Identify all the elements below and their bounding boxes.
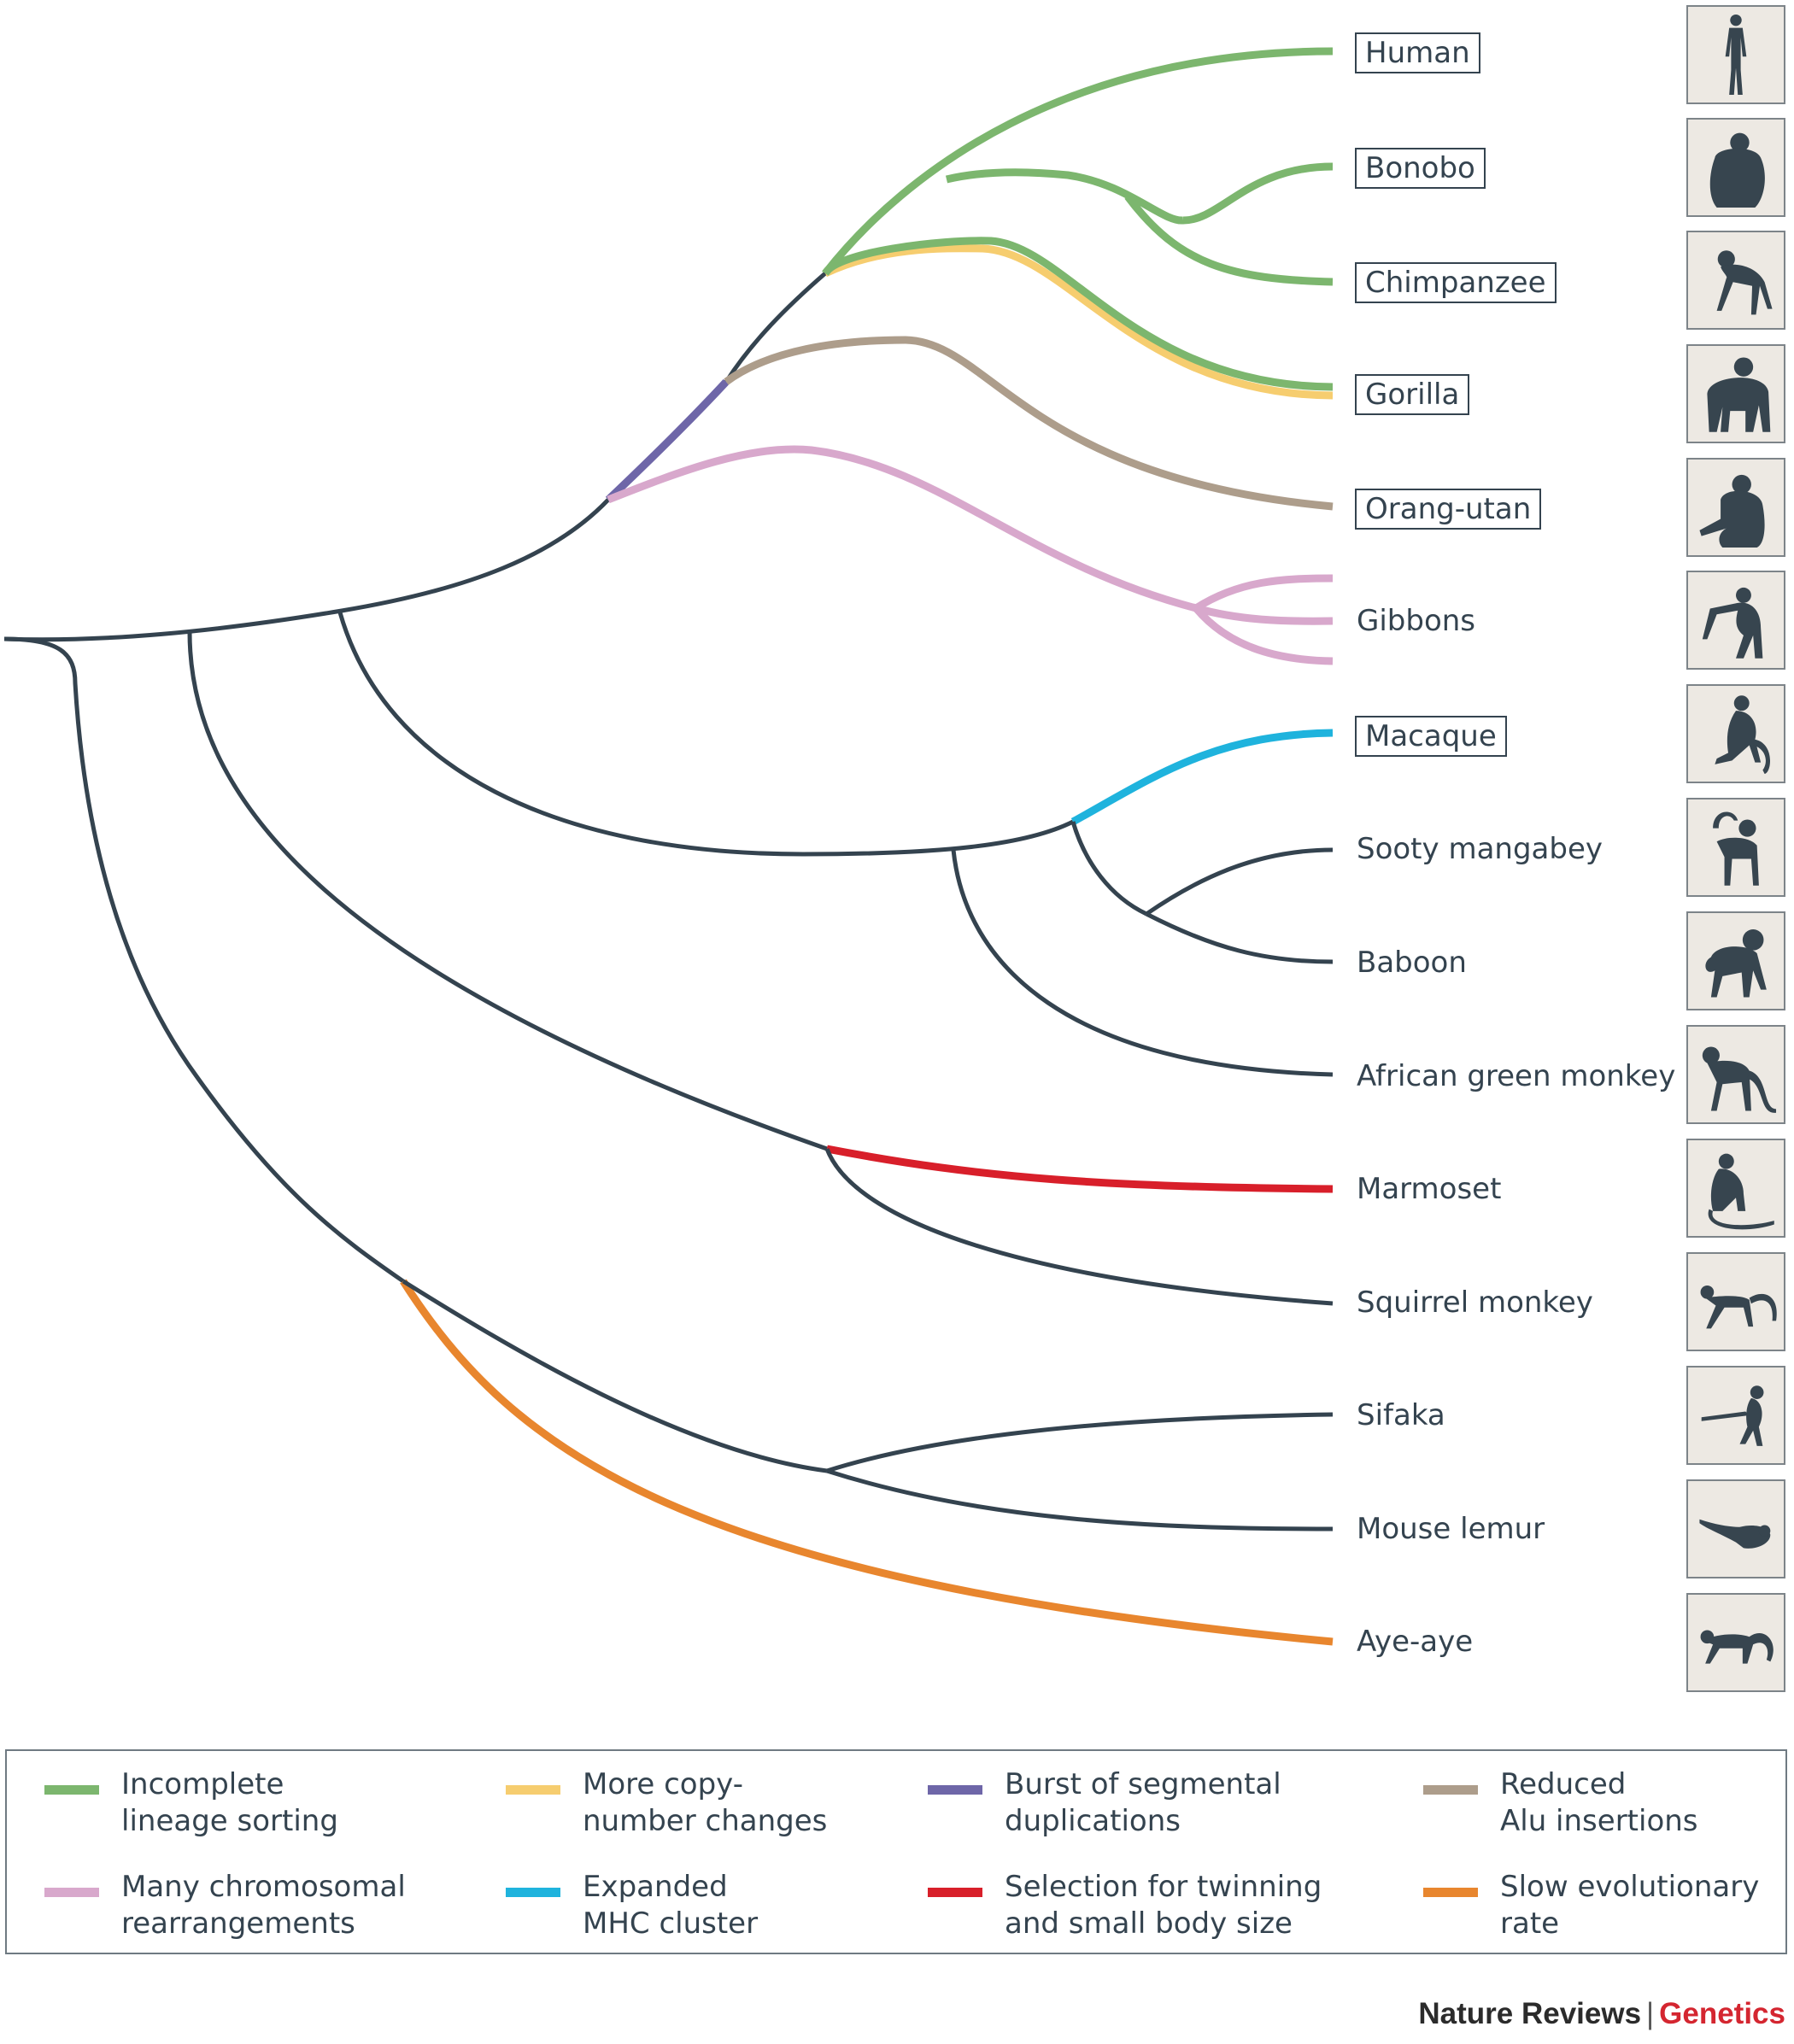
human-icon — [1686, 5, 1785, 104]
branch-human — [822, 47, 1334, 276]
branch-orangutan — [724, 336, 1334, 511]
branch-hominid-stem — [724, 272, 827, 384]
legend-label: More copy- number changes — [583, 1767, 828, 1838]
species-label-chimpanzee: Chimpanzee — [1355, 262, 1557, 303]
branch-sifaka — [826, 1412, 1334, 1473]
branch-pan-stem — [945, 168, 1184, 225]
species-label-african-green-monkey: African green monkey — [1357, 1059, 1676, 1093]
bonobo-icon — [1686, 118, 1785, 217]
legend-label: Burst of segmental duplications — [1005, 1767, 1281, 1838]
squirrel-monkey-icon — [1686, 1252, 1785, 1351]
branch-squirrel-monkey — [824, 1148, 1334, 1306]
gibbon-icon — [1686, 571, 1785, 670]
branch-stem-to-new-world — [187, 631, 828, 1151]
species-label-sifaka: Sifaka — [1357, 1398, 1445, 1432]
branch-gibbon-2 — [1194, 604, 1334, 625]
sooty-mangabey-icon — [1686, 798, 1785, 897]
journal-name: Genetics — [1659, 1997, 1785, 2030]
legend-label: Slow evolutionary rate — [1500, 1870, 1760, 1941]
legend-label: Incomplete lineage sorting — [121, 1767, 338, 1838]
branch-lemuriformes — [402, 1279, 828, 1473]
branch-segmental-dup — [605, 378, 730, 503]
branch-macaque — [1070, 729, 1334, 825]
branch-stem-to-old-world — [337, 612, 1075, 857]
phylogenetic-tree — [3, 47, 1334, 1646]
branch-aye-aye — [400, 1279, 1334, 1646]
branch-root-to-primate-stem — [3, 498, 610, 642]
african-green-monkey-icon — [1686, 1025, 1785, 1124]
legend: Incomplete lineage sorting More copy- nu… — [5, 1749, 1787, 1954]
species-label-gibbons: Gibbons — [1357, 604, 1476, 638]
legend-label: Reduced Alu insertions — [1500, 1767, 1698, 1838]
sifaka-icon — [1686, 1366, 1785, 1465]
species-label-baboon: Baboon — [1357, 946, 1467, 980]
legend-swatch-orange — [1423, 1888, 1478, 1897]
legend-swatch-blue — [506, 1888, 560, 1897]
branch-gorilla-green — [822, 237, 1334, 391]
legend-label: Selection for twinning and small body si… — [1005, 1870, 1322, 1941]
species-label-squirrel-monkey: Squirrel monkey — [1357, 1286, 1593, 1320]
baboon-icon — [1686, 911, 1785, 1010]
branch-bonobo — [1182, 162, 1334, 225]
branch-chimpanzee — [1124, 194, 1334, 286]
gorilla-icon — [1686, 344, 1785, 443]
legend-label: Many chromosomal rearrangements — [121, 1870, 406, 1941]
macaque-icon — [1686, 684, 1785, 783]
species-label-gorilla: Gorilla — [1355, 374, 1470, 415]
species-label-macaque: Macaque — [1355, 716, 1507, 757]
species-label-orangutan: Orang-utan — [1355, 489, 1542, 530]
chimpanzee-icon — [1686, 231, 1785, 330]
branch-gorilla-yellow — [824, 244, 1334, 400]
branch-marmoset — [826, 1145, 1334, 1193]
branch-african-green — [951, 849, 1334, 1077]
species-label-mouse-lemur: Mouse lemur — [1357, 1512, 1545, 1546]
legend-swatch-red — [928, 1888, 982, 1897]
branch-gibbon-3 — [1193, 606, 1334, 665]
branch-sooty-mangabey — [1145, 847, 1334, 917]
marmoset-icon — [1686, 1139, 1785, 1238]
legend-label: Expanded MHC cluster — [583, 1870, 759, 1941]
species-label-marmoset: Marmoset — [1357, 1172, 1502, 1206]
branch-root-to-strepsirrhini — [3, 636, 405, 1284]
legend-swatch-pink — [44, 1888, 99, 1897]
branch-mouse-lemur — [826, 1468, 1334, 1532]
legend-swatch-green — [44, 1785, 99, 1795]
aye-aye-icon — [1686, 1593, 1785, 1692]
legend-swatch-yellow — [506, 1785, 560, 1795]
legend-swatch-tan — [1423, 1785, 1478, 1795]
legend-swatch-purple — [928, 1785, 982, 1795]
branch-baboon — [1145, 911, 1334, 964]
species-label-sooty-mangabey: Sooty mangabey — [1357, 832, 1603, 866]
species-label-aye-aye: Aye-aye — [1357, 1625, 1474, 1659]
orang-utan-icon — [1686, 458, 1785, 557]
species-label-human: Human — [1355, 32, 1480, 73]
branch-gibbon-1 — [1193, 574, 1334, 612]
publisher-name: Nature Reviews — [1418, 1997, 1642, 2030]
species-label-bonobo: Bonobo — [1355, 148, 1486, 189]
branch-papionini — [1070, 821, 1148, 917]
journal-credit: Nature Reviews|Genetics — [1418, 1997, 1785, 2031]
credit-separator: | — [1646, 1997, 1655, 2030]
mouse-lemur-icon — [1686, 1479, 1785, 1578]
branch-gibbons — [607, 445, 1198, 612]
